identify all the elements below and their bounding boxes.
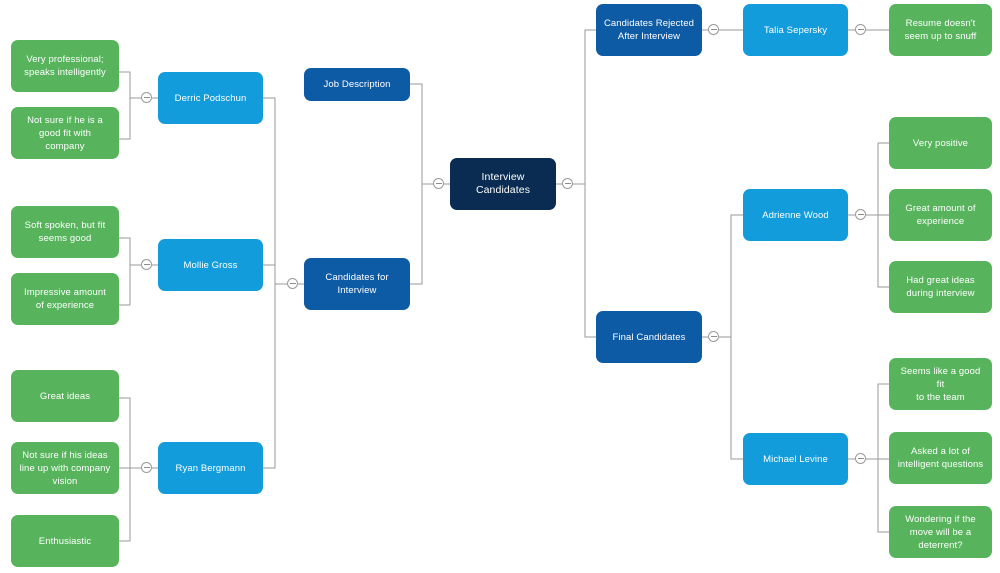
- node-label: Seems like a good fit to the team: [900, 365, 981, 403]
- edge-adrienne-note-3: [866, 214, 889, 288]
- edge-root-rejected: [573, 29, 596, 185]
- node-label: Derric Podschun: [174, 92, 247, 104]
- toggle-root-left-icon[interactable]: [433, 178, 444, 189]
- node-label: Very positive: [912, 137, 969, 149]
- node-label: Michael Levine: [763, 453, 828, 465]
- node-label: Very professional; speaks intelligently: [24, 54, 106, 78]
- edge-derric-note-2: [119, 97, 141, 140]
- node-label: Mollie Gross: [183, 259, 238, 271]
- edge-root-candidates-for-interview: [410, 183, 433, 285]
- toggle-adrienne-icon[interactable]: [855, 209, 866, 220]
- node-label: Talia Sepersky: [763, 24, 828, 36]
- node-candidates-rejected-after-interview[interactable]: Candidates Rejected After Interview: [596, 4, 702, 56]
- edge-michael-note-3: [866, 458, 889, 533]
- edge-michael-note-1: [866, 383, 889, 460]
- node-michael-levine[interactable]: Michael Levine: [743, 433, 848, 485]
- node-label: Adrienne Wood: [762, 209, 829, 221]
- node-mollie-note-2[interactable]: Impressive amount of experience: [11, 273, 119, 325]
- node-label: Candidates for Interview: [325, 272, 389, 296]
- node-label: Resume doesn't seem up to snuff: [904, 18, 977, 42]
- node-label: Final Candidates: [612, 331, 686, 343]
- node-derric-note-2[interactable]: Not sure if he is a good fit with compan…: [11, 107, 119, 159]
- node-mollie-gross[interactable]: Mollie Gross: [158, 239, 263, 291]
- edge-cfi-derric: [263, 97, 287, 285]
- node-label: Great amount of experience: [905, 203, 976, 227]
- node-label: Had great ideas during interview: [906, 275, 975, 299]
- node-label: Impressive amount of experience: [24, 287, 106, 311]
- node-label: Job Description: [323, 79, 391, 90]
- edge-mollie-note-2: [119, 264, 141, 306]
- node-root-interview-candidates[interactable]: Interview Candidates: [450, 158, 556, 210]
- node-label: Interview Candidates: [475, 171, 531, 196]
- edge-adrienne-note-1: [866, 142, 889, 216]
- node-label: Ryan Bergmann: [175, 462, 246, 474]
- edge-cfi-ryan: [263, 283, 287, 469]
- edge-derric-note-1: [119, 71, 141, 99]
- edge-ryan-note-3: [119, 467, 141, 542]
- node-candidates-for-interview[interactable]: Candidates for Interview: [304, 258, 410, 310]
- node-ryan-note-1[interactable]: Great ideas: [11, 370, 119, 422]
- node-adrienne-wood[interactable]: Adrienne Wood: [743, 189, 848, 241]
- toggle-michael-icon[interactable]: [855, 453, 866, 464]
- toggle-talia-icon[interactable]: [855, 24, 866, 35]
- toggle-final-icon[interactable]: [708, 331, 719, 342]
- edge-root-job-description: [410, 83, 433, 185]
- node-mollie-note-1[interactable]: Soft spoken, but fit seems good: [11, 206, 119, 258]
- edge-root-final: [573, 183, 596, 338]
- node-label: Great ideas: [39, 390, 91, 402]
- node-ryan-note-2[interactable]: Not sure if his ideas line up with compa…: [11, 442, 119, 494]
- toggle-derric-icon[interactable]: [141, 92, 152, 103]
- node-derric-podschun[interactable]: Derric Podschun: [158, 72, 263, 124]
- edge-ryan-note-1: [119, 397, 141, 469]
- node-michael-note-3[interactable]: Wondering if the move will be a deterren…: [889, 506, 992, 558]
- node-adrienne-note-1[interactable]: Very positive: [889, 117, 992, 169]
- edge-final-michael: [719, 336, 743, 460]
- edge-final-adrienne: [719, 214, 743, 338]
- node-talia-note-1[interactable]: Resume doesn't seem up to snuff: [889, 4, 992, 56]
- node-label: Not sure if his ideas line up with compa…: [19, 449, 111, 487]
- node-job-description[interactable]: Job Description: [304, 68, 410, 101]
- node-label: Asked a lot of intelligent questions: [897, 446, 984, 470]
- node-derric-note-1[interactable]: Very professional; speaks intelligently: [11, 40, 119, 92]
- toggle-root-right-icon[interactable]: [562, 178, 573, 189]
- edge-mollie-note-1: [119, 237, 141, 266]
- node-label: Soft spoken, but fit seems good: [24, 220, 106, 244]
- toggle-mollie-icon[interactable]: [141, 259, 152, 270]
- toggle-candidates-for-interview-icon[interactable]: [287, 278, 298, 289]
- node-ryan-note-3[interactable]: Enthusiastic: [11, 515, 119, 567]
- toggle-rejected-icon[interactable]: [708, 24, 719, 35]
- node-michael-note-2[interactable]: Asked a lot of intelligent questions: [889, 432, 992, 484]
- node-final-candidates[interactable]: Final Candidates: [596, 311, 702, 363]
- node-talia-sepersky[interactable]: Talia Sepersky: [743, 4, 848, 56]
- node-label: Wondering if the move will be a deterren…: [905, 513, 976, 551]
- node-adrienne-note-2[interactable]: Great amount of experience: [889, 189, 992, 241]
- node-ryan-bergmann[interactable]: Ryan Bergmann: [158, 442, 263, 494]
- node-label: Candidates Rejected After Interview: [603, 18, 695, 42]
- node-label: Enthusiastic: [38, 535, 92, 547]
- node-label: Not sure if he is a good fit with compan…: [27, 114, 103, 152]
- edge-cfi-mollie: [263, 264, 287, 285]
- node-michael-note-1[interactable]: Seems like a good fit to the team: [889, 358, 992, 410]
- toggle-ryan-icon[interactable]: [141, 462, 152, 473]
- node-adrienne-note-3[interactable]: Had great ideas during interview: [889, 261, 992, 313]
